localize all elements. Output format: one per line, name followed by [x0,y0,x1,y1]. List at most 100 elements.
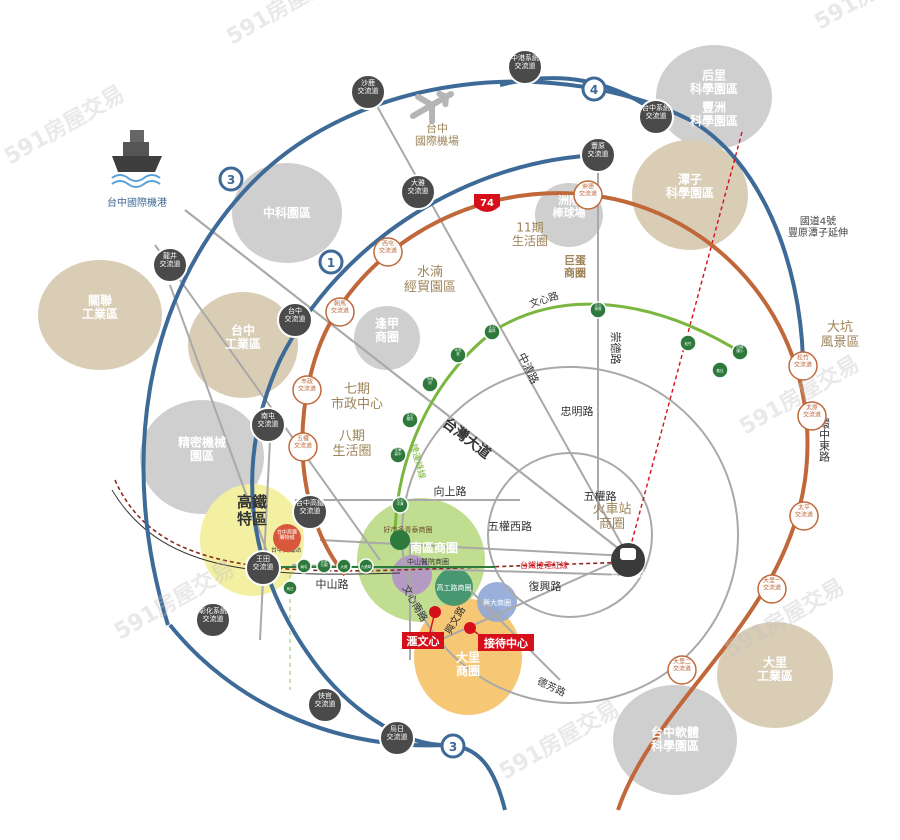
label-nanqu: 南區商圈 [410,540,458,555]
zone-houli[interactable] [656,45,772,149]
zone-tanzi[interactable] [632,140,748,250]
station-s5[interactable]: 水安宮 [449,346,467,364]
station-s15[interactable]: 松竹 [679,334,697,352]
svg-text:台中系統交流道: 台中系統交流道 [642,103,670,120]
svg-text:太平交流道: 太平交流道 [795,504,813,519]
station-s7[interactable]: 南屯 [296,558,312,574]
svg-text:大里二交流道: 大里二交流道 [673,658,691,673]
label-huanzhong-e: 環中東路 [818,418,831,463]
station-s6[interactable]: 文心森林 [483,323,501,341]
zone-zhongshan-med[interactable] [392,555,432,595]
interchange-kuaiguan[interactable]: 快官交流道 [307,687,343,723]
interchange-chongde[interactable]: 崇德交流道 [573,180,603,210]
label-zhongshan-med: 中山醫院商圈 [407,557,449,566]
interchange-zuoying[interactable]: 朝馬交流道 [325,297,355,327]
station-s8[interactable]: 豐樂公園 [316,558,332,574]
label-red-line: 台鐵捷運紅線 [520,560,568,570]
svg-text:豐原交流道: 豐原交流道 [588,141,609,158]
label-zhongming: 忠明路 [561,405,594,418]
svg-text:朝馬交流道: 朝馬交流道 [331,300,349,315]
highway-1 [250,153,601,747]
interchange-wuri[interactable]: 烏日交流道 [379,720,415,756]
svg-text:松竹交流道: 松竹交流道 [794,354,812,369]
interchange-hsr[interactable]: 台中高鐵交流道 [292,494,328,530]
label-haoshi: 好市多青泰商圈 [384,525,433,534]
interchange-changhua[interactable]: 彰化系統交流道 [195,602,231,638]
svg-text:九張犁: 九張犁 [361,564,372,569]
svg-text:74: 74 [480,198,494,209]
interchange-wangtian[interactable]: 王田交流道 [245,550,281,586]
zone-precision[interactable] [140,400,264,514]
zone-gaogong[interactable] [435,568,473,606]
interchange-songzhu[interactable]: 松竹交流道 [788,351,818,381]
svg-text:文心中清: 文心中清 [397,497,405,506]
interchange-nantun[interactable]: 南屯交流道 [250,407,286,443]
svg-text:烏日: 烏日 [287,586,294,591]
station-s11[interactable]: 烏日 [282,580,298,596]
pin-huiwenxin[interactable]: 滙文心 [402,606,444,649]
interchange-zhonggang[interactable]: 中港系統交流道 [507,49,543,85]
zone-dali-ind[interactable] [717,622,833,728]
svg-text:龍井交流道: 龍井交流道 [160,251,181,268]
interchange-taiyuan[interactable]: 太原交流道 [797,401,827,431]
label-dali-biz: 大里商圈 [456,649,480,678]
ship-icon [111,130,162,188]
interchange-taichung-sys[interactable]: 台中系統交流道 [638,99,674,135]
label-huoche: 火車站商圈 [592,502,631,532]
interchange-daya[interactable]: 大雅交流道 [400,174,436,210]
zone-xingda[interactable] [477,582,517,622]
haoshi-marker[interactable] [390,530,410,550]
landmark-labels: 台中國際機場 台中國際機港 國道4號豐原潭子延伸 台中新站 好市多青泰商圈 中山… [107,121,848,607]
interchange-wuquan[interactable]: 五權交流道 [288,432,318,462]
label-zhongke: 中科園區 [263,205,311,220]
interchange-longjing[interactable]: 龍井交流道 [152,247,188,283]
interchange-shizheng[interactable]: 市政交流道 [292,375,322,405]
interchange-taichung[interactable]: 台中交流道 [277,302,313,338]
label-chongde: 崇德路 [609,332,623,365]
station-s12[interactable]: 舊社 [711,361,729,379]
label-wuquan: 五權路 [584,490,617,503]
svg-text:快官交流道: 快官交流道 [315,691,336,708]
svg-text:591房屋交易: 591房屋交易 [0,81,129,170]
station-s3[interactable]: 文心櫻花 [401,411,419,429]
zone-taichung-ind[interactable] [188,292,298,398]
station-s14[interactable]: 文心崇德 [589,301,607,319]
zone-zhongke[interactable] [232,163,342,263]
station-s10[interactable]: 九張犁 [358,558,374,574]
label-software: 台中軟體科學園區 [651,724,699,753]
label-hsr: 高鐵特區 [237,493,267,528]
hsr-mall-marker[interactable] [273,524,301,552]
station-s9[interactable]: 大慶 [336,558,352,574]
interchange-taiping[interactable]: 太平交流道 [789,501,819,531]
svg-text:3: 3 [227,173,235,187]
label-zhongqing: 中清路 [515,351,541,386]
interchange-dali2[interactable]: 大里二交流道 [667,655,697,685]
interchange-shalu[interactable]: 沙鹿交流道 [350,74,386,110]
zone-software[interactable] [613,685,737,795]
label-guanlian: 關聯工業區 [82,292,118,321]
interchange-xitun[interactable]: 西屯交流道 [373,237,403,267]
pin-reception[interactable]: 接待中心 [464,622,534,651]
svg-text:1: 1 [327,256,335,270]
station-s13[interactable]: 四維國小 [731,343,749,361]
label-taiwan-blvd: 台灣大道 [439,415,494,463]
svg-text:王田交流道: 王田交流道 [253,555,274,571]
interchange-dali1[interactable]: 大里一交流道 [757,574,787,604]
shield-hw3b: 3 [440,733,466,759]
label-dakeng: 大坑風景區 [820,320,859,350]
svg-text:文心崇德: 文心崇德 [595,302,603,311]
station-s1[interactable]: 文心中清 [391,496,409,514]
station-s2[interactable]: 文華高中 [389,446,407,464]
label-tanzi: 潭子科學園區 [666,171,714,200]
svg-text:3: 3 [449,740,457,754]
station-s4[interactable]: 市政府 [421,375,439,393]
label-xiangshang: 向上路 [434,484,467,498]
label-zhongshan: 中山路 [316,578,349,591]
svg-text:中港系統交流道: 中港系統交流道 [511,53,539,70]
svg-text:舊社: 舊社 [717,368,725,373]
interchange-fengyuan[interactable]: 豐原交流道 [580,137,616,173]
svg-text:彰化系統交流道: 彰化系統交流道 [199,606,227,623]
zone-guanlian[interactable] [38,260,162,370]
